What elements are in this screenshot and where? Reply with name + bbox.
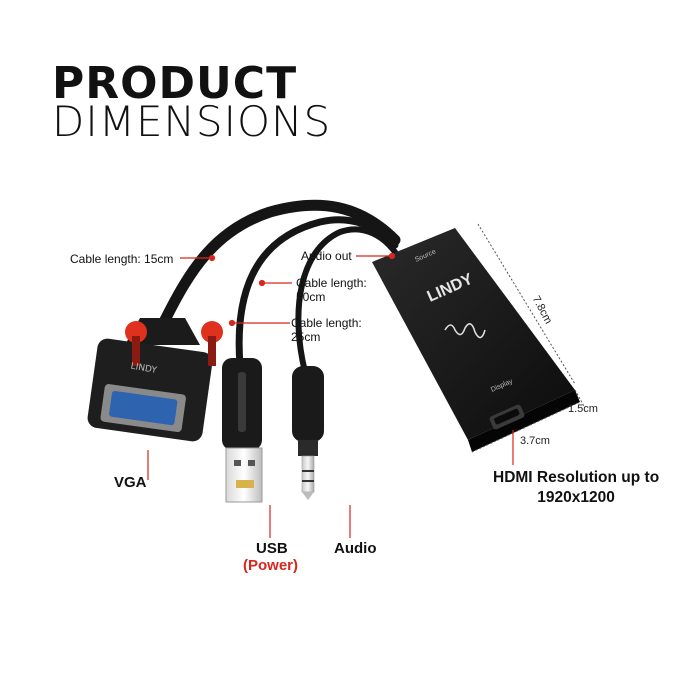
dimension-width: 3.7cm: [520, 435, 550, 447]
label-usb-power: (Power): [243, 557, 299, 574]
usb-cable: [235, 216, 399, 369]
label-vga: VGA: [114, 474, 147, 491]
audio-cable: [295, 226, 398, 375]
label-usb: USB: [256, 540, 288, 557]
usb-connector: [222, 358, 263, 503]
label-cable-15cm: Cable length: 15cm: [70, 252, 174, 266]
label-audio-out: Audio out: [301, 249, 352, 263]
dimension-height: 1.5cm: [568, 403, 598, 415]
adapter-box: LINDY Source Display: [372, 228, 580, 452]
label-cable-50cm: Cable length: 50cm: [296, 276, 367, 304]
title-line-1: PRODUCT: [52, 58, 298, 109]
cables: [159, 199, 401, 375]
title-line-2: DIMENSIONS: [52, 97, 332, 146]
audio-connector: [292, 366, 324, 500]
vga-cable: [159, 199, 401, 326]
label-hdmi: HDMI Resolution up to 1920x1200: [493, 469, 660, 506]
vga-connector: LINDY: [87, 318, 223, 442]
label-cable-25cm: Cable length: 25cm: [291, 316, 362, 344]
dimension-lines: [471, 223, 586, 453]
svg-text:LINDY: LINDY: [130, 362, 158, 377]
leader-lines: [147, 252, 514, 538]
label-audio: Audio: [334, 540, 377, 557]
